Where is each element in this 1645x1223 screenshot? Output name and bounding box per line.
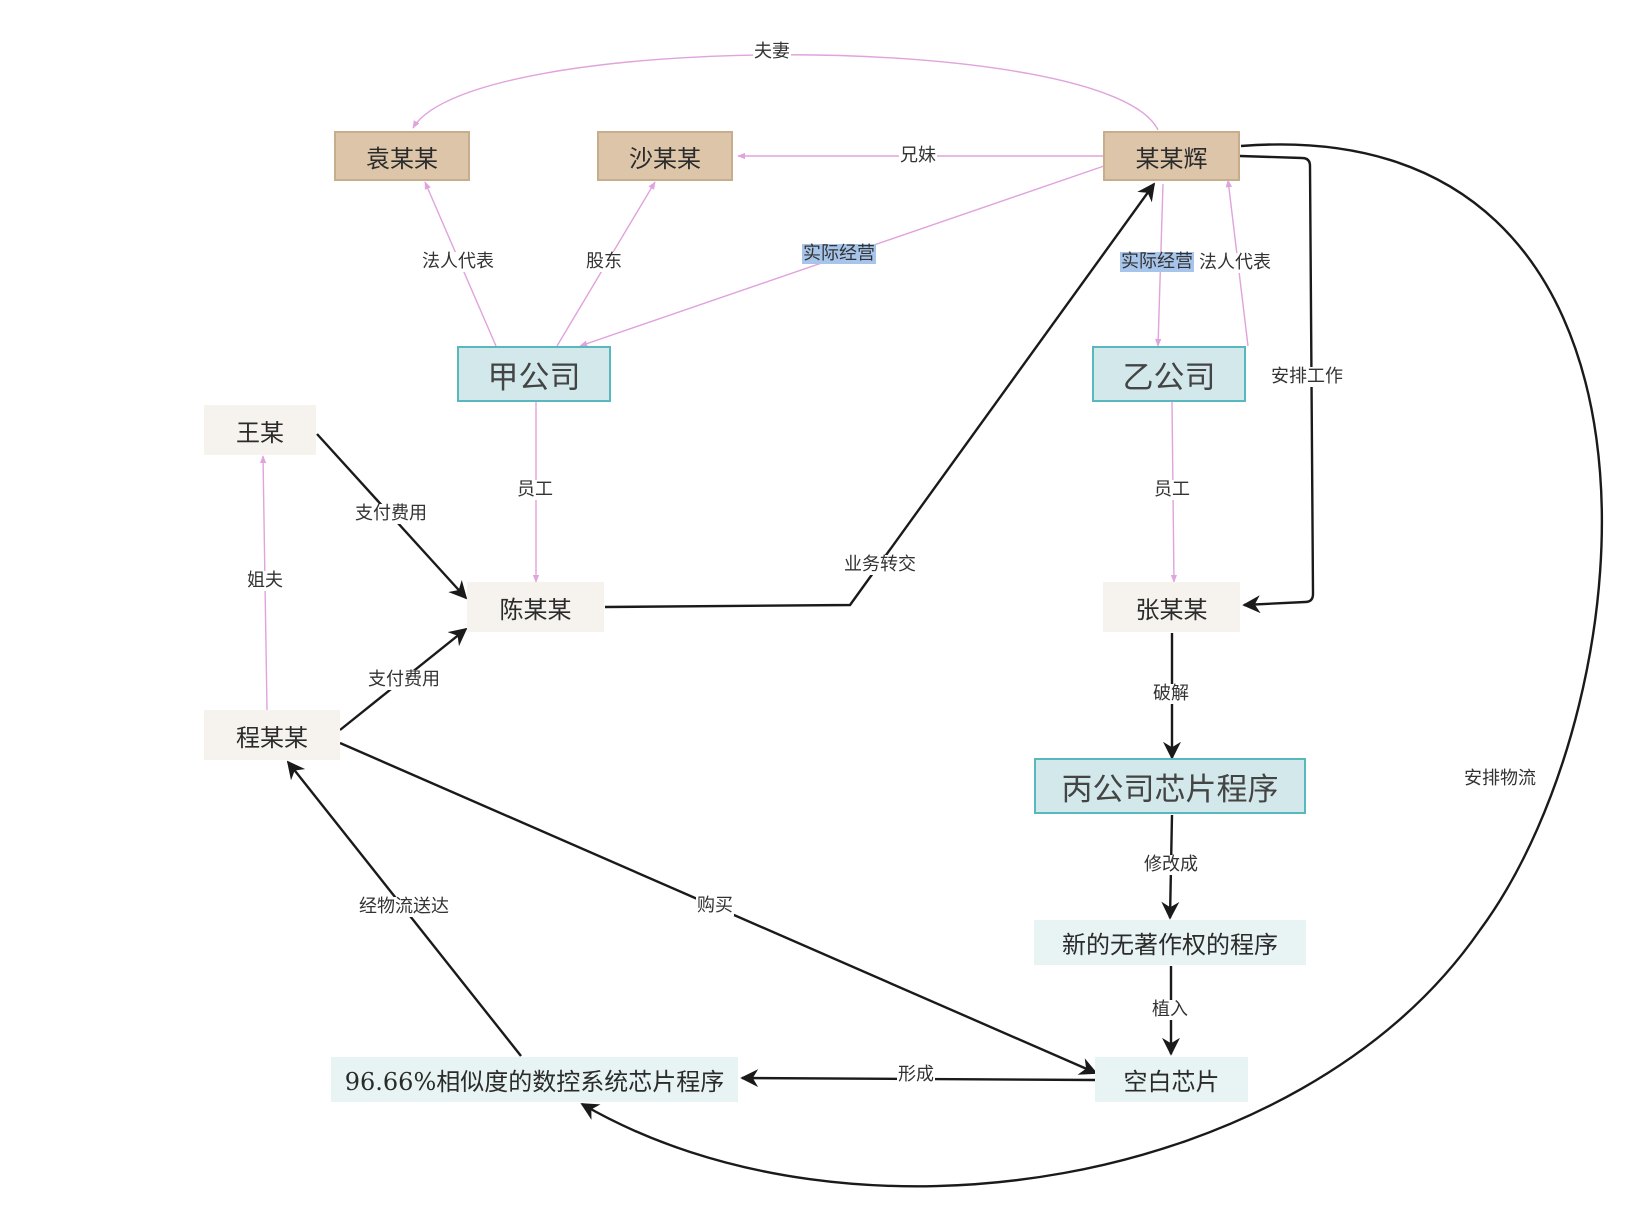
node-huihui[interactable]: 某某辉 xyxy=(1103,131,1240,181)
node-wang[interactable]: 王某 xyxy=(204,405,316,455)
node-jia[interactable]: 甲公司 xyxy=(457,346,611,402)
label-jiefu: 姐夫 xyxy=(246,570,284,591)
edge-fuqi xyxy=(412,54,1159,131)
label-xiugai: 修改成 xyxy=(1143,854,1199,875)
node-sha[interactable]: 沙某某 xyxy=(597,131,733,181)
node-similar[interactable]: 96.66%相似度的数控系统芯片程序 xyxy=(331,1057,738,1102)
label-pojie: 破解 xyxy=(1152,683,1190,704)
label-anpai-gongzuo: 安排工作 xyxy=(1270,366,1344,387)
node-yi[interactable]: 乙公司 xyxy=(1092,346,1246,402)
node-bing[interactable]: 丙公司芯片程序 xyxy=(1034,758,1306,814)
label-songda: 经物流送达 xyxy=(358,896,450,917)
label-xiongmei: 兄妹 xyxy=(899,145,937,166)
edge-yewu xyxy=(604,182,1156,609)
node-cheng[interactable]: 程某某 xyxy=(204,710,340,760)
node-zhang[interactable]: 张某某 xyxy=(1103,582,1240,632)
label-faren-jia: 法人代表 xyxy=(421,251,495,272)
label-faren-yi: 法人代表 xyxy=(1198,252,1272,273)
label-shiji-yi: 实际经营 xyxy=(1120,251,1194,272)
label-yuangong-yi: 员工 xyxy=(1153,479,1191,500)
node-newprog[interactable]: 新的无著作权的程序 xyxy=(1034,920,1306,965)
label-goumai: 购买 xyxy=(696,895,734,916)
label-yewu: 业务转交 xyxy=(843,554,917,575)
node-chen[interactable]: 陈某某 xyxy=(467,582,604,632)
label-shiji-jia: 实际经营 xyxy=(802,243,876,264)
node-yuan[interactable]: 袁某某 xyxy=(334,131,470,181)
label-xingcheng: 形成 xyxy=(897,1064,935,1085)
label-yuangong-jia: 员工 xyxy=(516,479,554,500)
label-fuqi: 夫妻 xyxy=(753,41,791,62)
label-gudong: 股东 xyxy=(585,251,623,272)
edge-anpai-wuliu xyxy=(580,143,1603,1188)
label-zhifu-wang: 支付费用 xyxy=(354,503,428,524)
label-zhifu-cheng: 支付费用 xyxy=(367,669,441,690)
label-anpai-wuliu: 安排物流 xyxy=(1463,768,1537,789)
label-zhiru: 植入 xyxy=(1151,999,1189,1020)
node-blank[interactable]: 空白芯片 xyxy=(1095,1057,1248,1102)
